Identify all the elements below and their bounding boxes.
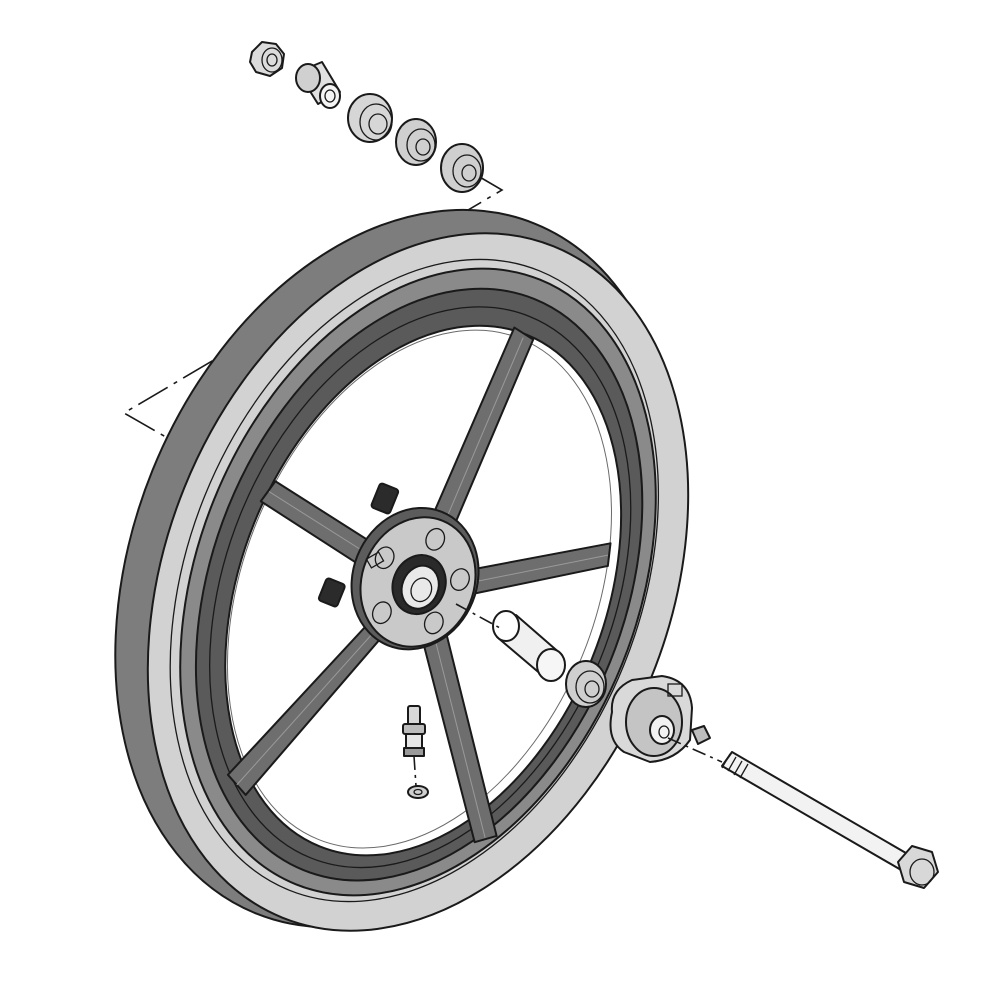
brake-disc-bolt <box>317 482 400 608</box>
wheel-bearing <box>565 660 607 708</box>
valve-stem <box>402 705 429 799</box>
hub <box>350 506 480 651</box>
bearing-upper <box>395 118 437 166</box>
collar-nut <box>249 41 285 77</box>
axle-bolt <box>721 751 939 889</box>
spacer-bushing <box>295 61 341 109</box>
oil-seal <box>347 93 393 143</box>
wheel-assembly <box>114 208 690 932</box>
axle-collar <box>492 610 566 682</box>
bearing-lower <box>440 143 484 193</box>
speedometer-gear-housing <box>609 675 711 763</box>
